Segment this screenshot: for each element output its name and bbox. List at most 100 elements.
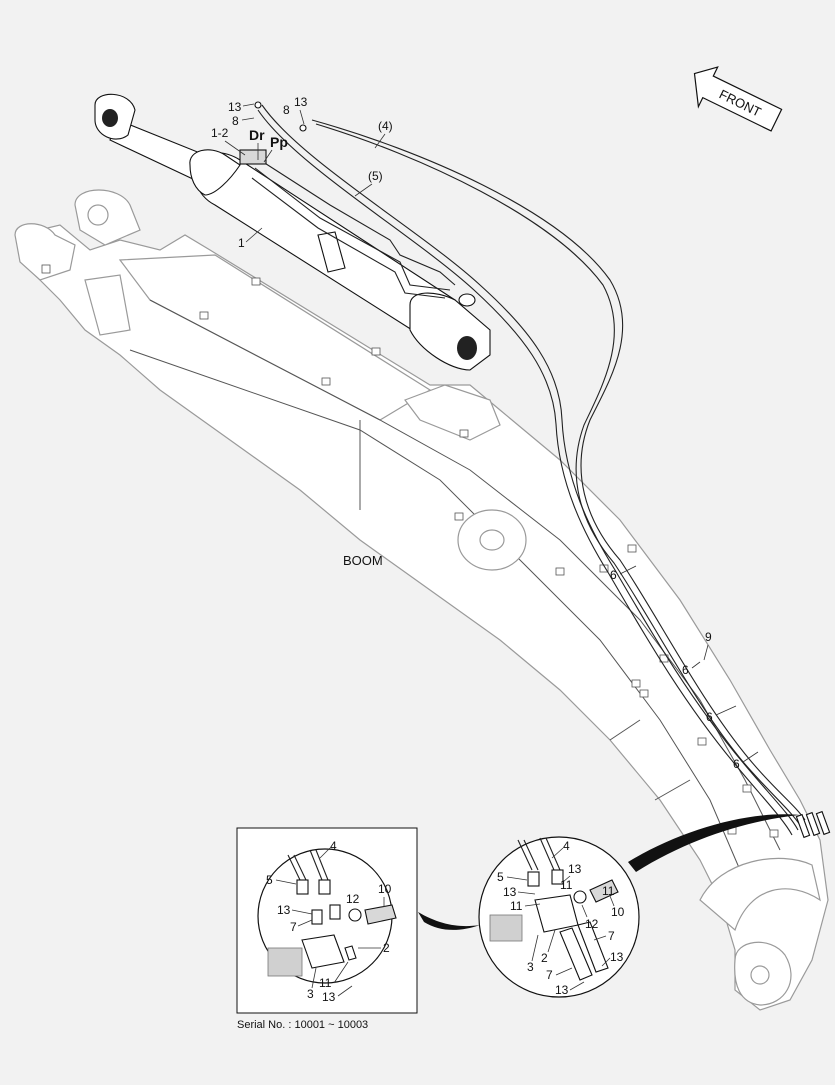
boom-cylinder [94,93,491,371]
callout-1: 1 [238,236,245,250]
hose-4-b [315,123,801,826]
detail-r-fitting-5 [527,871,540,887]
boom-tip-arm [699,857,821,932]
callout-5: (5) [368,169,383,183]
detail-left-4: 4 [330,839,337,853]
boom-pads [41,264,779,838]
boom-body [17,224,829,1011]
leader-1 [245,227,263,243]
head-pin-hole [457,336,477,360]
detail-fitting-13 [329,904,341,920]
hose-5-a [261,104,799,831]
detail-fitting-4 [318,879,331,895]
detail-hose-5 [287,854,307,881]
detail-right-7b: 7 [546,968,553,982]
detail-fitting-7 [311,909,323,925]
dl-leader-4 [319,847,331,859]
detail-fitting-5 [296,879,309,895]
leader-pp [263,149,273,163]
callout-13a: 13 [228,100,242,114]
leader-5 [354,183,373,197]
dl-leader-13b [337,985,353,997]
dl-leader-7 [297,919,313,927]
detail-right-13d: 13 [555,983,569,997]
dr-leader-13c [601,957,611,967]
detail-r-bolt [589,879,619,903]
leader-9 [703,644,709,661]
detail-r-hose-4 [539,837,561,871]
detail-r-washer [573,890,587,904]
detail-right-4: 4 [563,839,570,853]
detail-right-7a: 7 [608,929,615,943]
detail-r-fitting-4 [551,869,564,885]
callouts: 13 8 8 13 (4) 1-2 Dr Pp (5) 1 6 9 6 6 6 [211,95,759,771]
leader-6b [691,661,701,669]
detail-right-13a: 13 [568,862,582,876]
detail-left-12: 12 [346,892,360,906]
callout-9: 9 [705,630,712,644]
dr-leader-13d [569,981,585,991]
detail-left-11: 11 [319,976,332,990]
detail-plate [267,947,303,977]
port-block [239,149,267,165]
dr-leader-4 [551,847,564,859]
cylinder-gland [189,149,241,196]
detail-right-10: 10 [611,905,625,919]
callout-6b: 6 [682,663,689,677]
detail-right-13c: 13 [610,950,624,964]
detail-bracket-3 [301,934,345,969]
dr-leader-5 [506,876,528,881]
dl-leader-3 [311,967,317,989]
pipe-b [251,177,446,299]
detail-right-3: 3 [527,960,534,974]
foot-pin-hole [87,204,109,226]
boom-label: BOOM [343,553,383,568]
dr-leader-3 [531,934,539,962]
detail-right-11c: 11 [602,884,615,898]
dr-leader-7b [555,967,573,976]
leader-8a [241,117,255,121]
boom-tip-fittings [795,810,831,839]
detail-connector-right [628,814,800,872]
detail-right-11b: 11 [510,899,523,913]
detail-right-12: 12 [585,917,599,931]
pipe-clamp [317,231,346,273]
hose-5-b [257,109,793,836]
callout-4: (4) [378,119,393,133]
hose-lines [257,104,806,836]
dr-leader-10 [609,895,615,907]
detail-connector-left [418,912,480,930]
front-arrow-shape [693,66,783,132]
pipe-a [254,167,451,291]
dl-leader-11 [333,961,349,984]
callout-dr: Dr [249,127,265,143]
boom-side-line-2 [129,349,741,871]
fitting-pp [299,124,307,132]
detail-right-11a: 11 [560,878,573,892]
dl-leader-13a [291,909,313,915]
dr-leader-2 [547,929,556,953]
leader-6c [715,705,737,716]
detail-left-5: 5 [266,873,273,887]
detail-left-7: 7 [290,920,297,934]
detail-right-2: 2 [541,951,548,965]
detail-box-left: 4 5 13 12 10 7 2 3 11 13 Serial No. : 10… [236,827,418,1031]
detail-left-13b: 13 [322,990,336,1004]
leader-13b [299,109,305,125]
boom-side-line-5 [654,779,691,801]
callout-6c: 6 [706,710,713,724]
boom-tip-hole [750,965,770,985]
rod-eye-hole [102,109,118,127]
boom-top-plate [118,254,432,421]
pipe-c [259,159,456,286]
detail-left-2: 2 [383,941,390,955]
cylinder-head [409,292,491,371]
front-arrow: FRONT [693,66,783,132]
detail-bolt-10 [364,904,397,925]
detail-r-tube-b [577,921,609,973]
dr-leader-13b [517,891,536,895]
leader-6d [742,751,759,763]
detail-left-10: 10 [378,882,392,896]
leader-4 [374,133,386,149]
